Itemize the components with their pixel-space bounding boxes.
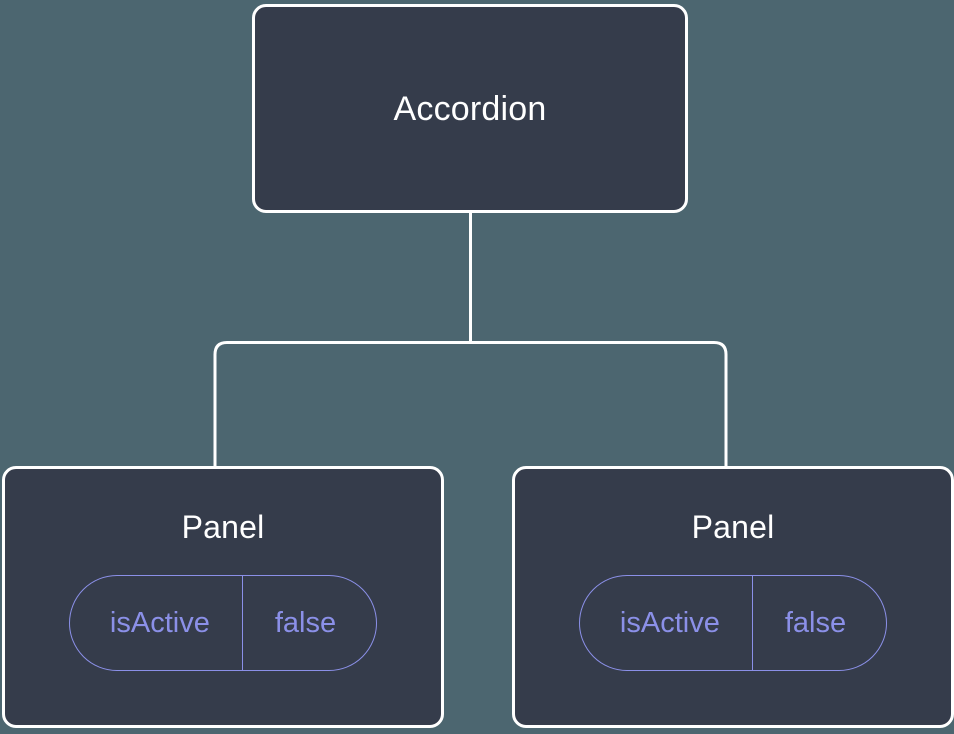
state-badge[interactable]: isActive false: [578, 575, 888, 671]
state-badge[interactable]: isActive false: [68, 575, 378, 671]
edge-to-panel-left: [213, 341, 471, 468]
node-panel-2[interactable]: Panel isActive false: [512, 466, 954, 728]
state-value: false: [751, 576, 886, 670]
state-value: false: [241, 576, 376, 670]
node-title: Accordion: [393, 89, 547, 128]
state-key: isActive: [619, 606, 720, 639]
state-key: isActive: [109, 606, 210, 639]
edge-to-panel-right: [470, 341, 728, 468]
node-title: Panel: [691, 509, 775, 545]
node-title: Panel: [181, 509, 265, 545]
node-panel-1[interactable]: Panel isActive false: [2, 466, 444, 728]
node-accordion[interactable]: Accordion: [252, 4, 688, 213]
